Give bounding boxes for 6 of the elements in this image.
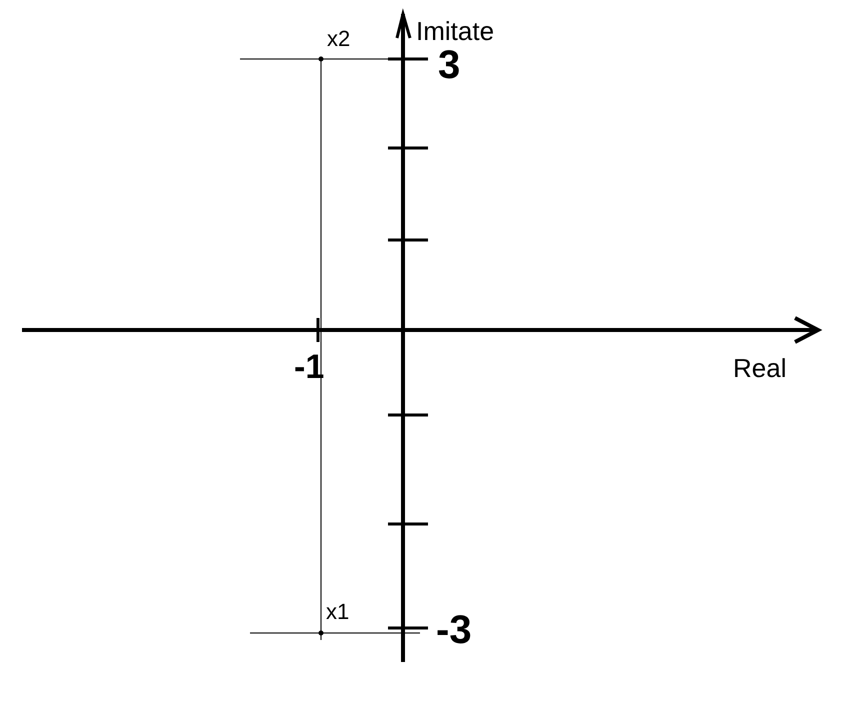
tick-label: -3 (436, 610, 472, 650)
axis-label: Imitate (416, 18, 494, 44)
point-label: x2 (327, 28, 350, 50)
axis-label: Real (733, 355, 786, 381)
point-label: x1 (326, 601, 350, 623)
tick-label: 3 (438, 45, 460, 85)
